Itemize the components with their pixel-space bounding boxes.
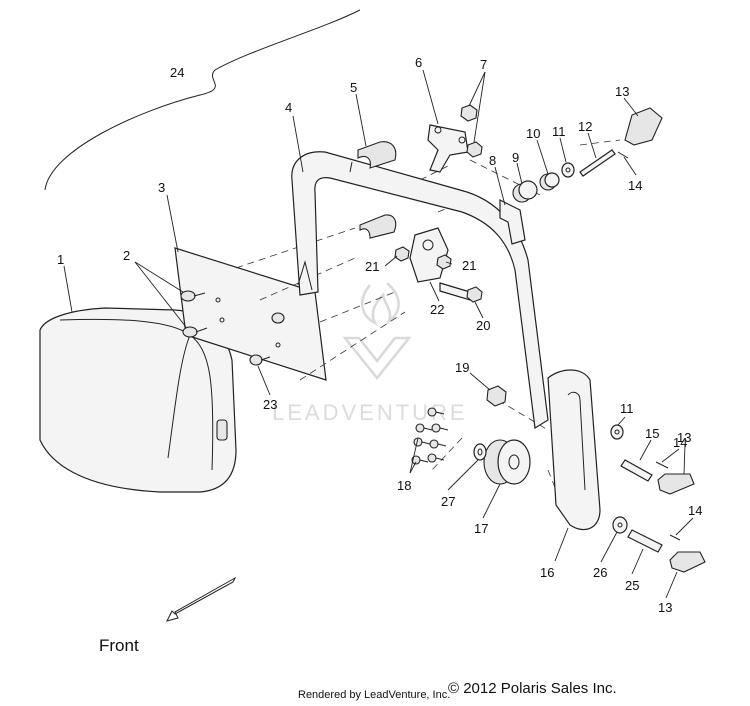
callout-18: 18 (397, 478, 411, 493)
render-credit: Rendered by LeadVenture, Inc. (298, 689, 451, 701)
copyright-notice: © 2012 Polaris Sales Inc. (448, 680, 617, 697)
callout-6: 6 (415, 55, 422, 70)
leg-cover-16 (547, 369, 601, 531)
nuts-7 (460, 104, 483, 158)
bracket-6 (427, 124, 469, 173)
callout-21-left: 21 (365, 259, 379, 274)
callout-15: 15 (645, 426, 659, 441)
callout-14-lower: 14 (688, 503, 702, 518)
screws-18 (411, 407, 449, 465)
cotter-14-middle (655, 461, 669, 469)
mount-block-22 (409, 227, 449, 283)
callout-19: 19 (455, 360, 469, 375)
washer-11-lower (610, 424, 624, 440)
callout-23: 23 (263, 397, 277, 412)
callout-24: 24 (170, 65, 184, 80)
bracket-8 (499, 199, 526, 245)
callout-13-upper: 13 (615, 84, 629, 99)
wheel-17 (483, 439, 531, 485)
callout-13-middle: 13 (677, 430, 691, 445)
callout-10: 10 (526, 126, 540, 141)
callout-22: 22 (430, 302, 444, 317)
pin-25 (627, 529, 663, 553)
callout-13-lower: 13 (658, 600, 672, 615)
pin-15 (620, 459, 653, 482)
bolt-20 (439, 282, 483, 303)
callout-14-upper: 14 (628, 178, 642, 193)
washer-11-upper (561, 162, 575, 178)
cotter-14-upper (617, 151, 629, 159)
front-arrow (166, 576, 237, 622)
callout-1: 1 (57, 252, 64, 267)
nut-19 (486, 385, 507, 407)
callout-12: 12 (578, 119, 592, 134)
callout-17: 17 (474, 521, 488, 536)
callout-2: 2 (123, 248, 130, 263)
clamp-5 (357, 141, 397, 239)
roll-bar (291, 151, 549, 429)
spacer-9 (512, 180, 538, 203)
callout-9: 9 (512, 150, 519, 165)
nuts-21 (394, 246, 452, 270)
callout-labels: 1 2 3 4 5 6 7 8 9 10 11 12 13 14 21 21 2… (57, 55, 702, 615)
callout-3: 3 (158, 180, 165, 195)
callout-4: 4 (285, 100, 292, 115)
callout-26: 26 (593, 565, 607, 580)
callout-7: 7 (480, 57, 487, 72)
callout-16: 16 (540, 565, 554, 580)
callout-27: 27 (441, 494, 455, 509)
cotter-14-lower (669, 534, 681, 541)
bolt-23 (249, 354, 271, 366)
pin-12 (579, 149, 616, 177)
callout-5: 5 (350, 80, 357, 95)
callout-25: 25 (625, 578, 639, 593)
callout-11-upper: 11 (552, 124, 566, 139)
callout-21-right: 21 (462, 258, 476, 273)
callout-14-middle: 14 (673, 435, 687, 450)
mounting-plate (174, 247, 327, 381)
spacer-27 (473, 443, 487, 461)
backrest-pad (39, 307, 237, 493)
bushing-10 (539, 172, 560, 191)
leader-lines (63, 69, 694, 599)
latch-13-middle (657, 473, 695, 495)
assembly-brace (44, 9, 361, 191)
latch-13-lower (669, 551, 706, 573)
washer-26 (612, 516, 628, 534)
front-label: Front (99, 636, 139, 655)
callout-8: 8 (489, 153, 496, 168)
latch-13-upper (624, 107, 663, 146)
callout-20: 20 (476, 318, 490, 333)
bolts-2 (180, 290, 208, 338)
callout-11-lower: 11 (620, 401, 634, 416)
